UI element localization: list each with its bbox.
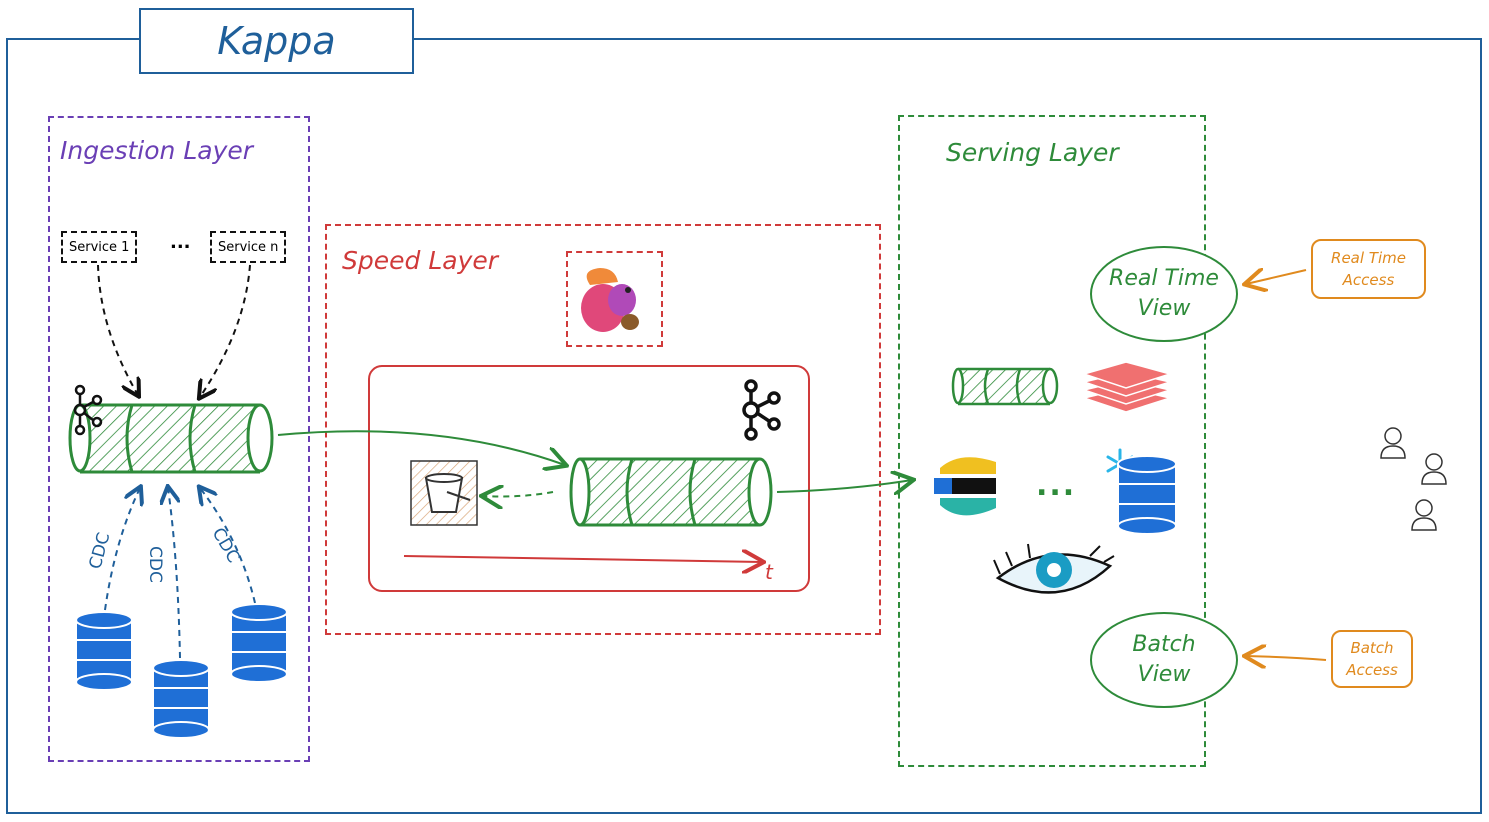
time-axis-arrow <box>403 556 762 562</box>
time-axis-label: t <box>765 560 773 584</box>
stack-layers-icon <box>1081 361 1173 413</box>
flink-squirrel-icon <box>581 268 639 332</box>
kafka-icon <box>742 379 781 441</box>
user-icon <box>1421 453 1447 485</box>
speed-layer <box>325 224 881 635</box>
title-text: Kappa <box>217 19 336 63</box>
database-icon <box>75 611 133 691</box>
ingestion-layer <box>48 116 310 762</box>
diagram-title: Kappa <box>139 8 414 74</box>
service-n-label: Service n <box>218 239 279 255</box>
cdc-arrow-3 <box>200 488 256 604</box>
database-icon <box>230 603 288 683</box>
cdc-arrow-2 <box>168 488 181 659</box>
s3-bucket-icon <box>410 460 478 526</box>
service-1-arrow <box>97 264 138 395</box>
service-1-box: Service 1 <box>61 231 138 263</box>
service-n-box: Service n <box>210 231 287 263</box>
kafka-icon <box>73 384 103 436</box>
flink-box <box>566 251 663 347</box>
serving-ellipsis: ... <box>1036 468 1077 503</box>
database-icon <box>1117 455 1177 535</box>
database-icon <box>152 659 210 739</box>
cdc-label-2: CDC <box>145 546 165 583</box>
cdc-label-1: CDC <box>86 531 115 572</box>
speed-layer-title: Speed Layer <box>342 246 499 275</box>
diagram-frame <box>6 38 1482 814</box>
ingest-to-speed-arrow <box>277 430 565 465</box>
serving-layer <box>898 115 1206 767</box>
batch-view-line2: View <box>1137 662 1191 687</box>
service-1-label: Service 1 <box>69 239 130 255</box>
user-icon <box>1380 427 1406 459</box>
batch-access-line1: Batch <box>1350 639 1394 657</box>
cdc-arrow-1 <box>104 488 140 611</box>
batch-access-arrow <box>1246 656 1327 660</box>
stream-processing-box <box>368 365 810 592</box>
speed-kafka-tube <box>569 457 773 527</box>
ingestion-kafka-tube <box>68 403 274 474</box>
ingestion-layer-title: Ingestion Layer <box>60 136 254 165</box>
real-time-access-line2: Access <box>1342 271 1395 289</box>
real-time-access-arrow <box>1246 270 1307 284</box>
batch-access-line2: Access <box>1346 661 1398 679</box>
serving-layer-title: Serving Layer <box>946 138 1119 167</box>
real-time-view-line1: Real Time <box>1109 266 1219 291</box>
batch-view-line1: Batch <box>1132 632 1196 657</box>
service-n-arrow <box>200 264 251 397</box>
real-time-access-line1: Real Time <box>1331 249 1406 267</box>
service-ellipsis: ... <box>170 232 191 253</box>
tube-to-bucket-arrow <box>483 492 554 497</box>
real-time-view-line2: View <box>1137 296 1191 321</box>
cassandra-eye-icon <box>993 543 1115 594</box>
speed-to-serving-arrow <box>776 480 912 492</box>
elasticsearch-icon <box>934 457 996 516</box>
user-icon <box>1411 499 1437 531</box>
cdc-label-3: CDC <box>208 525 244 567</box>
serving-kafka-tube <box>951 367 1059 406</box>
